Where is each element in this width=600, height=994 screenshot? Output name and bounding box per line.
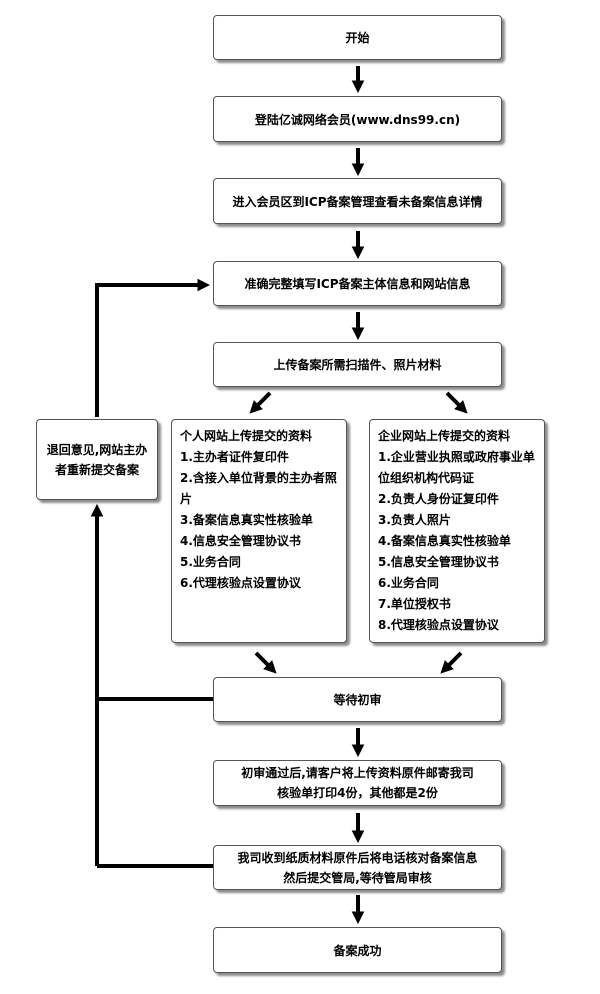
step-after-review-line-2: 核验单打印4份，其他都是2份 <box>277 786 438 800</box>
enterprise-materials-box: 企业网站上传提交的资料 1.企业营业执照或政府事业单位组织机构代码证 2.负责人… <box>369 419 545 643</box>
step-start-label: 开始 <box>345 31 370 45</box>
enterprise-item: 2.负责人身份证复印件 <box>378 492 499 506</box>
step-member-area-label: 进入会员区到ICP备案管理查看未备案信息详情 <box>232 194 483 209</box>
step-success-label: 备案成功 <box>333 943 382 958</box>
step-receive-line-2: 然后提交管局,等待管局审核 <box>283 870 432 885</box>
enterprise-item: 6.业务合同 <box>378 576 439 590</box>
reject-loop-up <box>95 278 211 417</box>
personal-item: 5.业务合同 <box>180 555 241 569</box>
personal-item: 6.代理核验点设置协议 <box>180 576 301 590</box>
step-receive-line-1: 我司收到纸质材料原件后将电话核对备案信息 <box>237 850 478 865</box>
personal-item: 2.含接入单位背景的主办者照片 <box>180 471 337 506</box>
enterprise-item: 4.备案信息真实性核验单 <box>378 534 511 548</box>
step-receive: 我司收到纸质材料原件后将电话核对备案信息 然后提交管局,等待管局审核 <box>213 845 502 890</box>
enterprise-item: 1.企业营业执照或政府事业单位组织机构代码证 <box>378 450 535 485</box>
arrow-personal-to-wait <box>254 651 277 674</box>
enterprise-item: 3.负责人照片 <box>378 513 451 527</box>
step-upload-label: 上传备案所需扫描件、照片材料 <box>273 358 442 372</box>
enterprise-item: 8.代理核验点设置协议 <box>378 618 499 632</box>
enterprise-title: 企业网站上传提交的资料 <box>378 429 511 443</box>
step-after-review-line-1: 初审通过后,请客户将上传资料原件邮寄我司 <box>241 766 474 780</box>
personal-item: 4.信息安全管理协议书 <box>180 534 301 548</box>
step-upload: 上传备案所需扫描件、照片材料 <box>213 342 502 387</box>
step-member-area: 进入会员区到ICP备案管理查看未备案信息详情 <box>213 178 502 224</box>
enterprise-item: 5.信息安全管理协议书 <box>378 555 499 569</box>
step-fill-info-label: 准确完整填写ICP备案主体信息和网站信息 <box>244 277 471 291</box>
reject-line-1: 退回意见,网站主办 <box>46 442 148 457</box>
step-login: 登陆亿诚网络会员(www.dns99.cn) <box>213 96 502 142</box>
personal-item: 1.主办者证件复印件 <box>180 450 289 464</box>
arrow-upload-to-personal <box>249 391 272 414</box>
step-after-review: 初审通过后,请客户将上传资料原件邮寄我司 核验单打印4份，其他都是2份 <box>213 760 502 806</box>
arrow-upload-to-enterprise <box>445 391 468 414</box>
personal-item: 3.备案信息真实性核验单 <box>180 513 313 527</box>
step-login-label: 登陆亿诚网络会员(www.dns99.cn) <box>254 112 461 127</box>
step-start: 开始 <box>213 15 502 60</box>
personal-materials-box: 个人网站上传提交的资料 1.主办者证件复印件 2.含接入单位背景的主办者照片 3… <box>171 419 347 643</box>
reject-box: 退回意见,网站主办 者重新提交备案 <box>36 419 158 500</box>
enterprise-item: 7.单位授权书 <box>378 597 451 611</box>
arrow-enterprise-to-wait <box>440 651 463 674</box>
personal-title: 个人网站上传提交的资料 <box>180 429 313 443</box>
step-fill-info: 准确完整填写ICP备案主体信息和网站信息 <box>213 261 502 306</box>
step-success: 备案成功 <box>213 927 502 973</box>
reject-line-2: 者重新提交备案 <box>54 462 139 477</box>
step-wait-review-label: 等待初审 <box>333 693 382 707</box>
step-wait-review: 等待初审 <box>213 677 502 722</box>
